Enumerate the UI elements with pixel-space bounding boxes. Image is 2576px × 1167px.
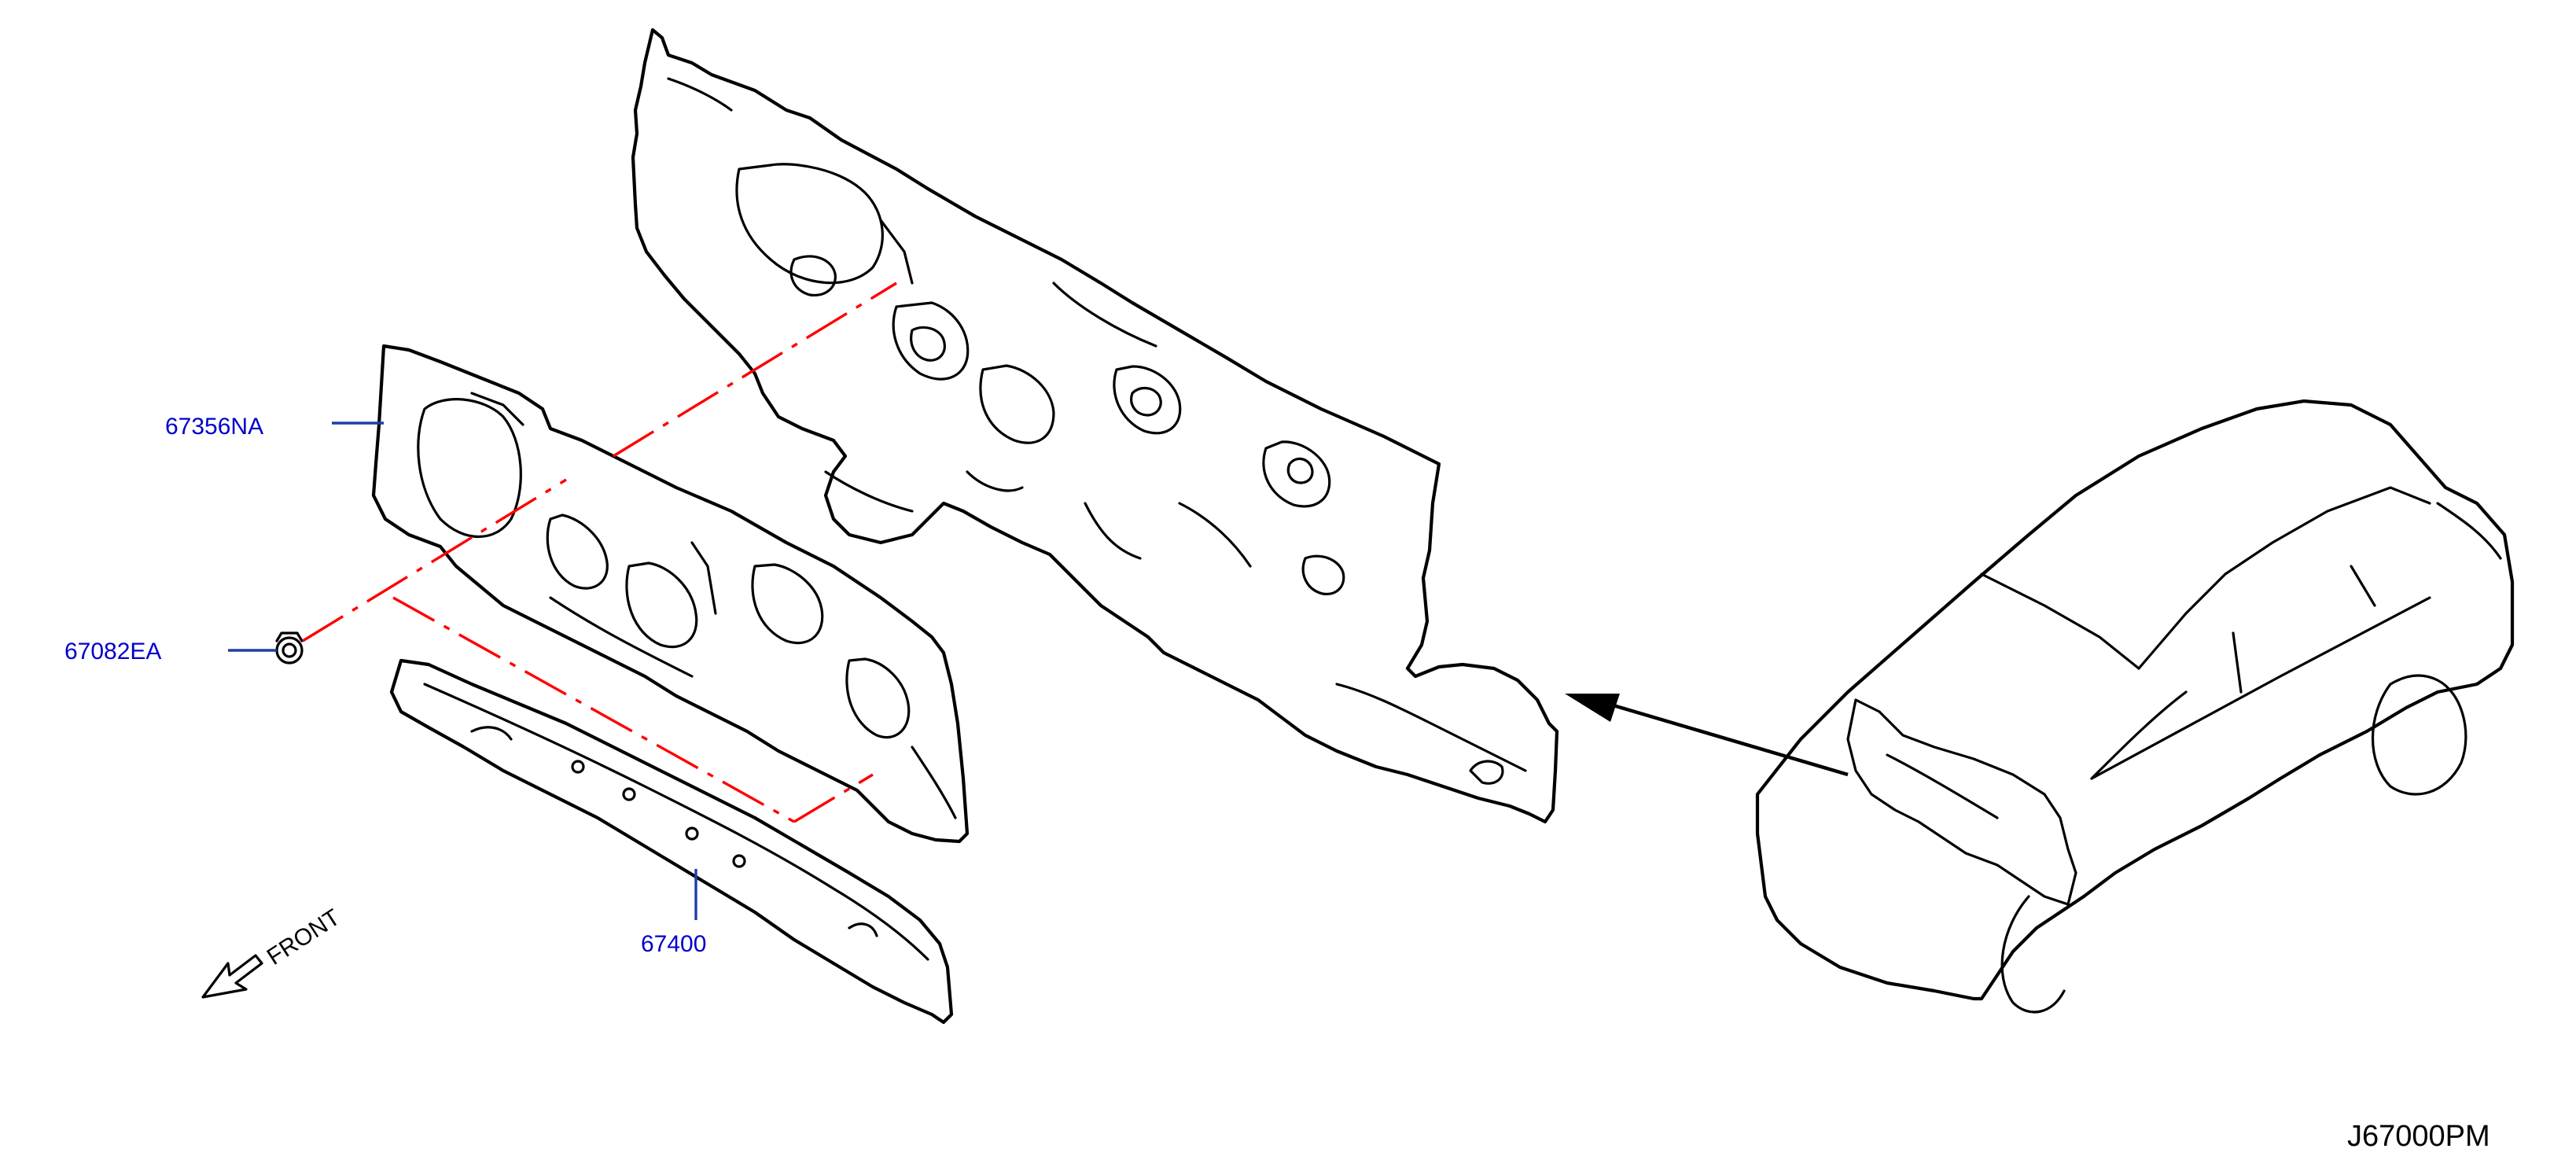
front-label: FRONT bbox=[263, 904, 345, 970]
assembly-line-top bbox=[613, 282, 897, 458]
clip-67082ea[interactable] bbox=[275, 631, 304, 664]
part-number-67082ea: 67082EA bbox=[64, 639, 161, 664]
part-number-67356na: 67356NA bbox=[165, 414, 263, 440]
leader-lines bbox=[228, 422, 697, 920]
part-number-67400: 67400 bbox=[641, 931, 706, 957]
dash-insulator-main[interactable] bbox=[631, 28, 1559, 824]
assembly-line-clip bbox=[302, 478, 567, 642]
vehicle-outline bbox=[1755, 399, 2515, 1014]
location-arrow bbox=[1565, 694, 1849, 777]
front-arrow-icon bbox=[201, 954, 263, 999]
front-direction-indicator: FRONT bbox=[201, 904, 345, 999]
assembly-line-lower-end bbox=[793, 773, 874, 823]
assembly-line-lower bbox=[392, 596, 795, 823]
diagram-code: J67000PM bbox=[2347, 1120, 2490, 1153]
dash-lower-member-67400[interactable] bbox=[389, 658, 954, 1025]
assembly-lines bbox=[302, 282, 897, 823]
insulator-panel-67356na[interactable] bbox=[371, 344, 970, 844]
arrowhead-icon bbox=[1565, 694, 1620, 722]
vehicle-dash-highlight bbox=[1846, 698, 2077, 906]
